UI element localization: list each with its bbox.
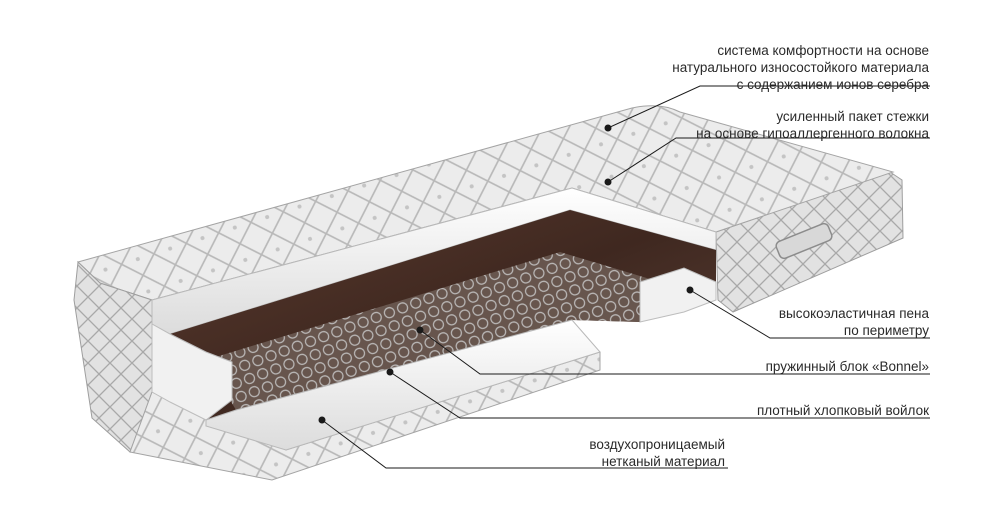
leader-line-felt: [389, 371, 930, 419]
bonnel-spring-block: [206, 252, 660, 410]
perimeter-foam-label: высокоэластичная пена по периметру: [778, 306, 929, 338]
leader-lines: [318, 85, 930, 469]
leader-line-comfort: [607, 85, 930, 129]
leader-line-quilting: [607, 137, 930, 183]
leader-line-perimeter-foam: [689, 289, 930, 339]
perimeter-foam-right: [639, 267, 717, 323]
mattress-handle: [775, 222, 833, 260]
leader-line-spring-block: [419, 329, 930, 375]
leader-line-nonwoven: [321, 419, 728, 469]
cotton-felt-label: плотный хлопковый войлок: [756, 403, 929, 418]
bonnel-spring-block-label: пружинный блок «Bonnel»: [765, 359, 929, 374]
nonwoven-material-label: воздухопроницаемый нетканый материал: [589, 437, 725, 469]
silver-ion-comfort-system-label: система комфортности на основе натуральн…: [672, 43, 929, 92]
perimeter-foam-left: [151, 323, 233, 421]
bottom-foam-layer: [205, 319, 601, 451]
reinforced-quilting-label: усиленный пакет стежки на основе гипоалл…: [696, 109, 929, 141]
